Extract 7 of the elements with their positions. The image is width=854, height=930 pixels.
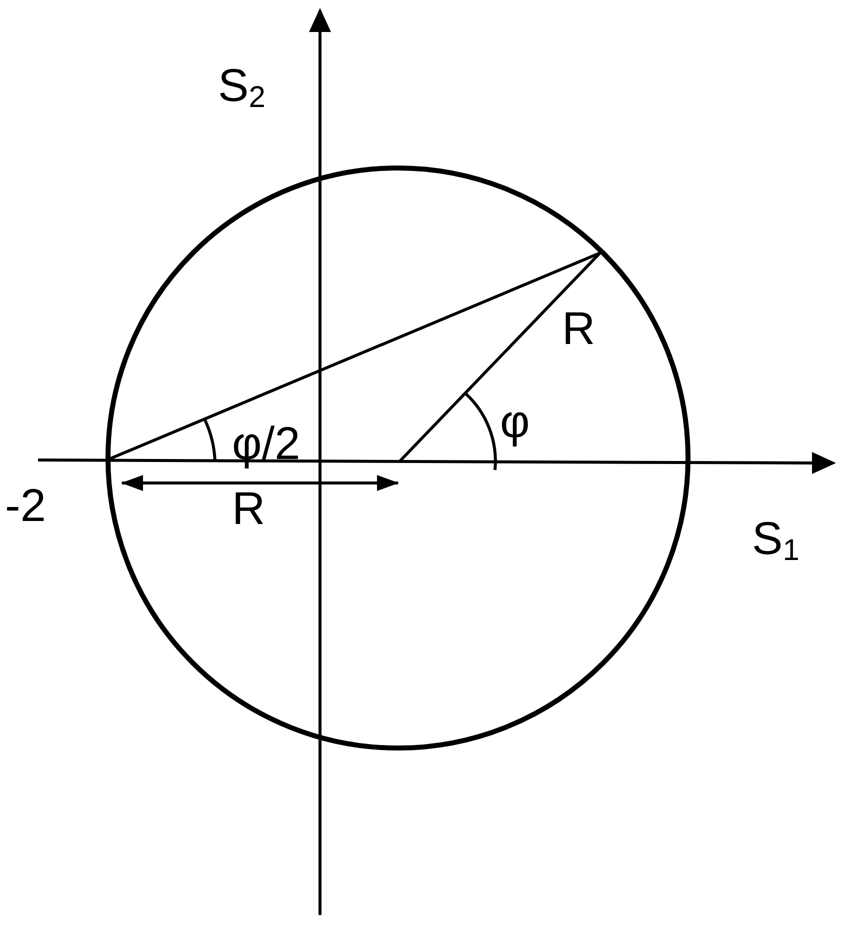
- axis-label: -2: [5, 482, 46, 528]
- axis-label: S$_{2}$: [218, 62, 266, 113]
- axis-label: R: [232, 485, 266, 531]
- axis-label: φ/2: [232, 420, 300, 466]
- axis-label: φ: [500, 398, 530, 444]
- axis-label: S$_{1}$: [752, 515, 800, 566]
- axis-label: R: [562, 305, 596, 351]
